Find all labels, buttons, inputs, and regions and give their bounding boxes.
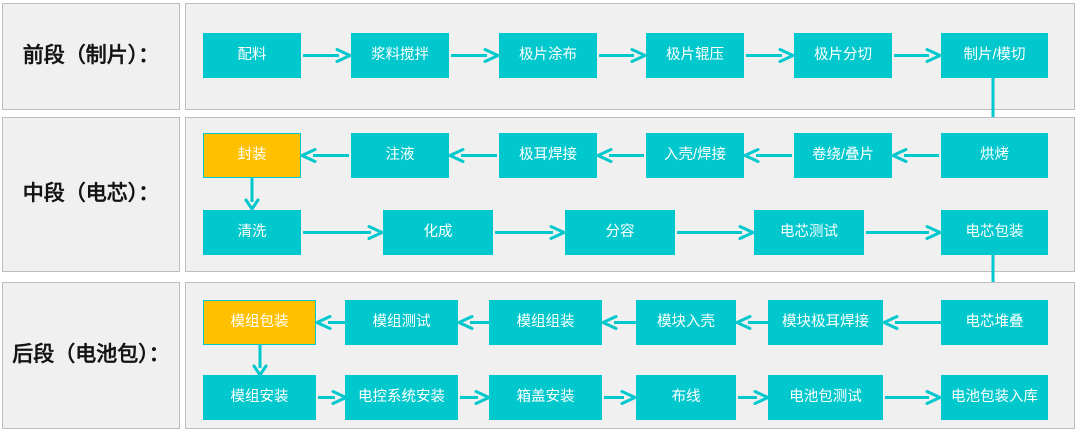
arrow-dianxin-duidie-to-mokuai-jier — [882, 315, 943, 330]
section-label-front: 前段（制片）： — [22, 44, 160, 68]
arrow-qingxi-to-huacheng — [301, 225, 384, 240]
node-peiliao[interactable]: 配料 — [203, 33, 301, 78]
arrow-dianchibao-ceshi-to-ruku — [883, 390, 943, 405]
arrow-zhuye-to-fengzhuang — [300, 148, 351, 163]
arrow-gunya-to-fenqie — [744, 48, 795, 63]
arrow-muzu-anzhuang-to-diankong — [316, 390, 348, 405]
node-dianchibao-ceshi[interactable]: 电池包测试 — [768, 375, 883, 420]
node-fenrong[interactable]: 分容 — [565, 210, 675, 255]
arrow-ruke-to-jier — [596, 148, 646, 163]
section-label-middle: 中段（电芯）： — [22, 182, 160, 206]
arrow-huacheng-to-fenrong — [493, 225, 566, 240]
node-jipian-tubu[interactable]: 极片涂布 — [499, 33, 597, 78]
connector-fengzhuang-to-qingxi — [244, 178, 260, 211]
node-muzu-anzhuang[interactable]: 模组安装 — [203, 375, 316, 420]
node-fengzhuang[interactable]: 封装 — [203, 133, 301, 178]
section-label-back: 后段（电池包）： — [12, 343, 170, 367]
arrow-diankong-to-xianggai — [458, 390, 491, 405]
node-muzu-baozhuang[interactable]: 模组包装 — [203, 300, 316, 345]
section-label-panel-back: 后段（电池包）： — [2, 282, 180, 429]
arrow-tubu-to-gunya — [597, 48, 647, 63]
arrow-xianggai-to-buxian — [602, 390, 638, 405]
node-dianxin-baozhuang[interactable]: 电芯包装 — [941, 210, 1048, 255]
arrow-dianxin-ceshi-to-baozhuang — [864, 225, 942, 240]
section-label-panel-middle: 中段（电芯）： — [2, 117, 180, 272]
node-zhipian-moqie[interactable]: 制片/模切 — [941, 33, 1048, 78]
node-ruke-hanjie[interactable]: 入壳/焊接 — [646, 133, 744, 178]
arrow-juanrao-to-ruke — [743, 148, 794, 163]
node-mokuai-jier-hanjie[interactable]: 模块极耳焊接 — [768, 300, 883, 345]
node-juanrao-diepian[interactable]: 卷绕/叠片 — [794, 133, 892, 178]
node-buxian[interactable]: 布线 — [636, 375, 736, 420]
node-huacheng[interactable]: 化成 — [383, 210, 493, 255]
node-hongkao[interactable]: 烘烤 — [941, 133, 1048, 178]
arrow-mokuai-ruke-to-muzu-zuzhuang — [601, 315, 638, 330]
arrow-peiliao-to-jiangliao — [301, 48, 352, 63]
node-xianggai-anzhuang[interactable]: 箱盖安装 — [489, 375, 602, 420]
arrow-jiangliao-to-tubu — [449, 48, 500, 63]
arrow-muzu-zuzhuang-to-ceshi — [457, 315, 491, 330]
node-diankong-xitong-anzhuang[interactable]: 电控系统安装 — [345, 375, 458, 420]
arrow-fenqie-to-zhipian — [892, 48, 942, 63]
node-dianxin-ceshi[interactable]: 电芯测试 — [754, 210, 864, 255]
node-muzu-zuzhuang[interactable]: 模组组装 — [489, 300, 602, 345]
node-dianchibaozhuang-ruku[interactable]: 电池包装入库 — [941, 375, 1048, 420]
node-jipian-fenqie[interactable]: 极片分切 — [794, 33, 892, 78]
arrow-jier-to-zhuye — [448, 148, 499, 163]
node-mokuai-ruke[interactable]: 模块入壳 — [636, 300, 736, 345]
node-qingxi[interactable]: 清洗 — [203, 210, 301, 255]
node-dianxin-duidie[interactable]: 电芯堆叠 — [941, 300, 1048, 345]
section-label-panel-front: 前段（制片）： — [2, 3, 180, 110]
arrow-muzu-ceshi-to-baozhuang — [315, 315, 347, 330]
connector-muzu-baozhuang-to-anzhuang — [252, 345, 268, 377]
node-muzu-ceshi[interactable]: 模组测试 — [345, 300, 458, 345]
node-jier-hanjie[interactable]: 极耳焊接 — [499, 133, 597, 178]
node-jipian-gunya[interactable]: 极片辊压 — [646, 33, 744, 78]
arrow-fenrong-to-dianxin-ceshi — [675, 225, 755, 240]
arrow-mokuai-jier-to-ruke — [735, 315, 770, 330]
node-jiangliao-jiaoban[interactable]: 浆料搅拌 — [351, 33, 449, 78]
arrow-hongkao-to-juanrao — [891, 148, 941, 163]
node-zhuye[interactable]: 注液 — [351, 133, 449, 178]
arrow-buxian-to-dianchibao-ceshi — [736, 390, 770, 405]
